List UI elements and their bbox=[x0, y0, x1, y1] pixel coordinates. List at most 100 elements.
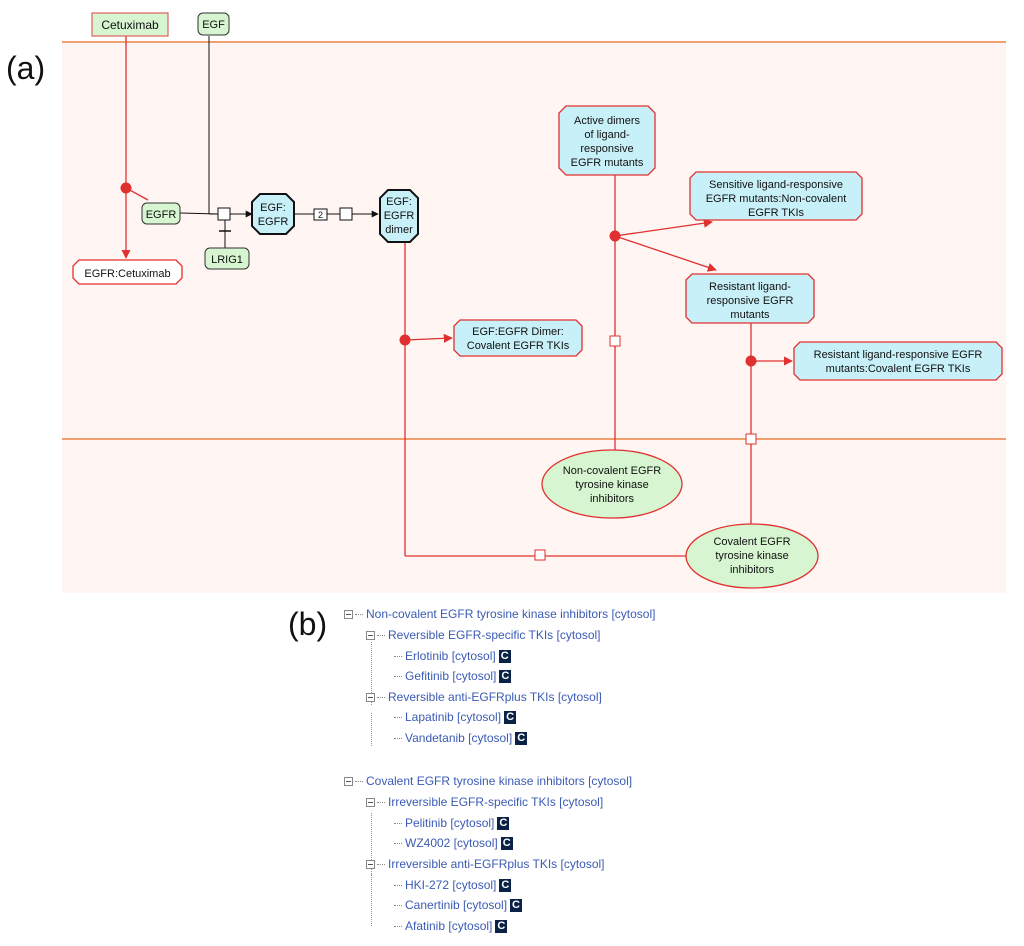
tree-guide bbox=[371, 874, 372, 926]
tree-subgroup-reversible-specific[interactable]: Reversible EGFR-specific TKIs [cytosol] bbox=[366, 626, 601, 644]
node-egf-egfr-dimer-line-1: EGF: bbox=[386, 196, 412, 208]
node-active-dimers-line-4: EGFR mutants bbox=[571, 157, 644, 169]
tree-item-canertinib[interactable]: Canertinib [cytosol] C bbox=[394, 896, 522, 914]
node-resistant-line-2: responsive EGFR bbox=[707, 295, 794, 307]
dimer-stoich-box bbox=[313, 208, 328, 221]
tree-subgroup-label[interactable]: Reversible EGFR-specific TKIs [cytosol] bbox=[388, 628, 601, 642]
tree-item-vandetanib[interactable]: Vandetanib [cytosol] C bbox=[394, 729, 528, 747]
node-resistant-covalent-line-2: mutants:Covalent EGFR TKIs bbox=[826, 363, 971, 375]
collapse-toggle-icon[interactable] bbox=[366, 797, 375, 807]
tree-item-label[interactable]: Pelitinib [cytosol] bbox=[405, 816, 495, 830]
collapse-toggle-icon[interactable] bbox=[366, 859, 375, 869]
compartment-cytosol bbox=[62, 439, 1006, 593]
tree-item-pelitinib[interactable]: Pelitinib [cytosol] C bbox=[394, 814, 510, 832]
node-resistant-covalent-line-1: Resistant ligand-responsive EGFR bbox=[814, 349, 983, 361]
node-active-dimers-line-2: of ligand- bbox=[584, 129, 630, 141]
node-cetuximab-label: Cetuximab bbox=[101, 18, 159, 32]
node-egf-egfr[interactable]: EGF: EGFR bbox=[251, 193, 295, 235]
node-egf-egfr-dimer-covalent[interactable]: EGF:EGFR Dimer: Covalent EGFR TKIs bbox=[453, 319, 583, 357]
node-lrig1[interactable]: LRIG1 bbox=[204, 247, 250, 270]
collapse-toggle-icon[interactable] bbox=[366, 692, 375, 702]
tree-item-hki-272[interactable]: HKI-272 [cytosol] C bbox=[394, 876, 512, 894]
tree-subgroup-reversible-plus[interactable]: Reversible anti-EGFRplus TKIs [cytosol] bbox=[366, 688, 602, 706]
node-covalent-inhibitors[interactable]: Covalent EGFR tyrosine kinase inhibitors bbox=[685, 523, 819, 589]
compound-badge[interactable]: C bbox=[500, 836, 513, 850]
node-egfr[interactable]: EGFR bbox=[141, 202, 181, 225]
node-active-dimers-line-3: responsive bbox=[580, 143, 633, 155]
node-noncovalent-line-3: inhibitors bbox=[590, 493, 635, 505]
node-egf-egfr-dimer-line-3: dimer bbox=[385, 224, 413, 236]
node-egf-egfr-line-1: EGF: bbox=[260, 202, 286, 214]
tree-group-label[interactable]: Non-covalent EGFR tyrosine kinase inhibi… bbox=[366, 607, 656, 621]
compound-badge[interactable]: C bbox=[510, 898, 522, 912]
compound-badge[interactable]: C bbox=[499, 669, 512, 683]
node-noncovalent-line-2: tyrosine kinase bbox=[575, 479, 648, 491]
tree-guide bbox=[371, 713, 372, 746]
tree-item-label[interactable]: Gefitinib [cytosol] bbox=[405, 669, 497, 683]
node-cetuximab[interactable]: Cetuximab bbox=[91, 12, 169, 37]
node-sensitive-line-1: Sensitive ligand-responsive bbox=[709, 179, 843, 191]
node-egf-egfr-dimer-line-2: EGFR bbox=[384, 210, 415, 222]
tree-item-label[interactable]: HKI-272 [cytosol] bbox=[405, 878, 497, 892]
tree-group-label[interactable]: Covalent EGFR tyrosine kinase inhibitors… bbox=[366, 774, 633, 788]
catalyst-box-dimer bbox=[534, 549, 546, 561]
panel-label-b: (b) bbox=[288, 606, 328, 642]
tree-guide bbox=[371, 642, 372, 705]
tree-subgroup-irreversible-specific[interactable]: Irreversible EGFR-specific TKIs [cytosol… bbox=[366, 793, 603, 811]
collapse-toggle-icon[interactable] bbox=[344, 776, 353, 786]
node-sensitive-noncovalent[interactable]: Sensitive ligand-responsive EGFR mutants… bbox=[689, 171, 863, 221]
node-sensitive-line-3: EGFR TKIs bbox=[748, 207, 805, 219]
compound-badge[interactable]: C bbox=[497, 816, 510, 830]
node-dimer-covalent-line-1: EGF:EGFR Dimer: bbox=[472, 326, 564, 338]
compound-badge[interactable]: C bbox=[515, 731, 528, 745]
tree-subgroup-label[interactable]: Irreversible EGFR-specific TKIs [cytosol… bbox=[388, 795, 604, 809]
tree-group-covalent[interactable]: Covalent EGFR tyrosine kinase inhibitors… bbox=[344, 772, 632, 790]
tree-item-label[interactable]: Vandetanib [cytosol] bbox=[405, 731, 513, 745]
collapse-toggle-icon[interactable] bbox=[366, 630, 375, 640]
tree-item-label[interactable]: WZ4002 [cytosol] bbox=[405, 836, 498, 850]
tree-item-label[interactable]: Canertinib [cytosol] bbox=[405, 898, 508, 912]
tree-item-lapatinib[interactable]: Lapatinib [cytosol] C bbox=[394, 708, 517, 726]
node-egfr-label: EGFR bbox=[146, 209, 177, 221]
compound-badge[interactable]: C bbox=[495, 919, 508, 933]
node-noncovalent-line-1: Non-covalent EGFR bbox=[563, 465, 661, 477]
node-active-dimers[interactable]: Active dimers of ligand- responsive EGFR… bbox=[558, 105, 656, 176]
tree-subgroup-label[interactable]: Reversible anti-EGFRplus TKIs [cytosol] bbox=[388, 690, 602, 704]
compound-badge[interactable]: C bbox=[498, 649, 511, 663]
tree-subgroup-irreversible-plus[interactable]: Irreversible anti-EGFRplus TKIs [cytosol… bbox=[366, 855, 605, 873]
reaction-box-dimerization bbox=[339, 207, 353, 221]
edge-to-dimer-covalent bbox=[404, 333, 453, 343]
node-resistant-mutants[interactable]: Resistant ligand- responsive EGFR mutant… bbox=[685, 273, 815, 324]
tree-item-gefitinib[interactable]: Gefitinib [cytosol] C bbox=[394, 667, 512, 685]
tree-item-label[interactable]: Erlotinib [cytosol] bbox=[405, 649, 496, 663]
collapse-toggle-icon[interactable] bbox=[344, 609, 353, 619]
node-egf-egfr-dimer[interactable]: EGF: EGFR dimer bbox=[379, 189, 419, 243]
tree-guide bbox=[371, 813, 372, 876]
edge-egfr-to-reaction bbox=[179, 212, 219, 215]
tree-item-afatinib[interactable]: Afatinib [cytosol] C bbox=[394, 917, 508, 935]
tree-item-wz4002[interactable]: WZ4002 [cytosol] C bbox=[394, 834, 513, 852]
tree-item-label[interactable]: Lapatinib [cytosol] bbox=[405, 710, 502, 724]
compound-badge[interactable]: C bbox=[499, 878, 512, 892]
node-resistant-covalent[interactable]: Resistant ligand-responsive EGFR mutants… bbox=[793, 341, 1003, 381]
tree-item-label[interactable]: Afatinib [cytosol] bbox=[405, 919, 493, 933]
node-noncovalent-inhibitors[interactable]: Non-covalent EGFR tyrosine kinase inhibi… bbox=[541, 449, 683, 519]
tree-group-noncovalent[interactable]: Non-covalent EGFR tyrosine kinase inhibi… bbox=[344, 605, 655, 623]
dimer-stoich-label: 2 bbox=[318, 210, 323, 220]
catalyst-box-resistant bbox=[745, 433, 757, 445]
node-egf-egfr-line-2: EGFR bbox=[258, 216, 289, 228]
node-covalent-line-1: Covalent EGFR bbox=[713, 536, 790, 548]
node-egfr-cetuximab[interactable]: EGFR:Cetuximab bbox=[72, 259, 183, 285]
inhibitor-hierarchy-tree: Non-covalent EGFR tyrosine kinase inhibi… bbox=[340, 602, 1024, 946]
reaction-dot-resistant bbox=[745, 355, 757, 367]
reaction-dot-active bbox=[609, 230, 621, 242]
node-lrig1-label: LRIG1 bbox=[211, 254, 243, 266]
node-egfr-cetuximab-label: EGFR:Cetuximab bbox=[84, 268, 170, 280]
compound-badge[interactable]: C bbox=[504, 710, 517, 724]
node-egf[interactable]: EGF bbox=[197, 12, 230, 36]
edge-to-sensitive-noncovalent bbox=[614, 218, 713, 237]
tree-item-erlotinib[interactable]: Erlotinib [cytosol] C bbox=[394, 647, 511, 665]
tree-subgroup-label[interactable]: Irreversible anti-EGFRplus TKIs [cytosol… bbox=[388, 857, 605, 871]
node-sensitive-line-2: EGFR mutants:Non-covalent bbox=[706, 193, 847, 205]
node-resistant-line-1: Resistant ligand- bbox=[709, 281, 791, 293]
